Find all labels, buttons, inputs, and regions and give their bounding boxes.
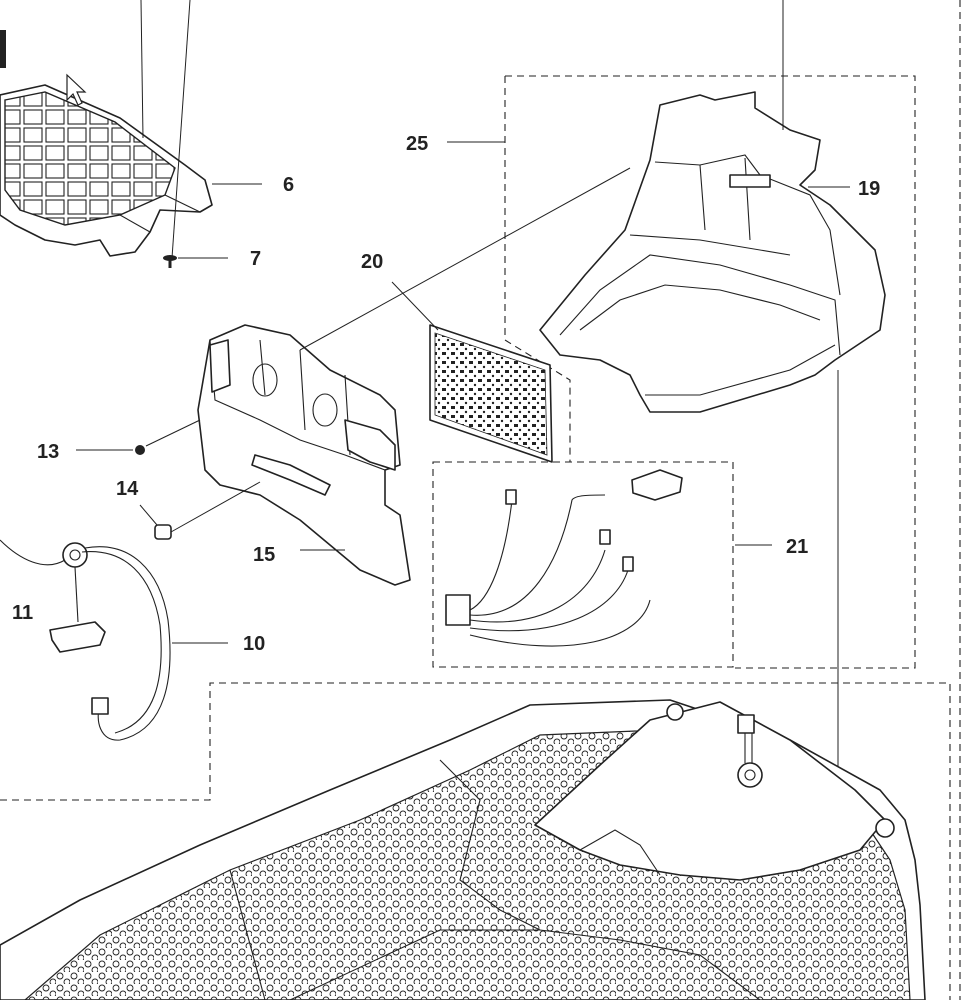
- part-6-top-cover: [0, 30, 213, 257]
- leader-19: [782, 0, 850, 188]
- callout-19: 19: [858, 178, 880, 200]
- part-20-circuit-board: [391, 281, 553, 463]
- part-7-screw: [163, 255, 228, 268]
- mouse-pointer-icon: [66, 73, 87, 106]
- part-14-plug: [139, 481, 261, 540]
- callout-11: 11: [12, 602, 33, 624]
- part-11-sensor: [49, 566, 106, 653]
- part-15-bracket: [197, 324, 411, 586]
- part-10-cable: [0, 539, 228, 741]
- callout-7: 7: [250, 248, 261, 270]
- callout-25: 25: [406, 133, 428, 155]
- charging-base-plate: [0, 699, 926, 1000]
- callout-6: 6: [283, 174, 294, 196]
- callout-14: 14: [116, 478, 139, 500]
- callout-labels: 6 7 10 11 13 14 15 19 20 21 25: [12, 133, 880, 655]
- part-19-dock-housing: [539, 91, 886, 413]
- part-13-screw: [76, 419, 201, 455]
- part-21-wiring-box: [432, 461, 772, 668]
- callout-20: 20: [361, 251, 383, 273]
- part-21-wire-harness: [445, 469, 683, 647]
- callout-13: 13: [37, 441, 59, 463]
- leader-lines-top: [140, 0, 191, 259]
- callout-10: 10: [243, 633, 265, 655]
- leader-15-to-19: [299, 167, 631, 351]
- callout-15: 15: [253, 544, 275, 566]
- callout-21: 21: [786, 536, 808, 558]
